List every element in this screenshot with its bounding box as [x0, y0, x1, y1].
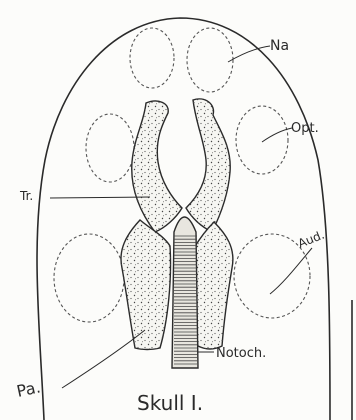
auditory-capsule-left	[54, 234, 124, 322]
label-nasal: Na	[270, 38, 289, 54]
label-parachordal: Pa.	[15, 377, 42, 401]
optic-capsule-right	[236, 106, 288, 174]
nasal-capsule-right	[187, 28, 233, 92]
figure-caption: Skull I.	[137, 391, 203, 415]
leader-aud	[270, 248, 312, 294]
leader-pa	[62, 330, 145, 388]
nasal-capsule-left	[130, 28, 174, 88]
label-trabecula: Tr.	[19, 189, 33, 203]
label-optic: Opt.	[291, 121, 319, 136]
leader-tr	[50, 197, 150, 198]
notochord	[172, 217, 198, 368]
label-auditory: Aud.	[296, 228, 327, 251]
optic-capsule-left	[86, 114, 134, 182]
label-notochord: Notoch.	[216, 346, 266, 361]
